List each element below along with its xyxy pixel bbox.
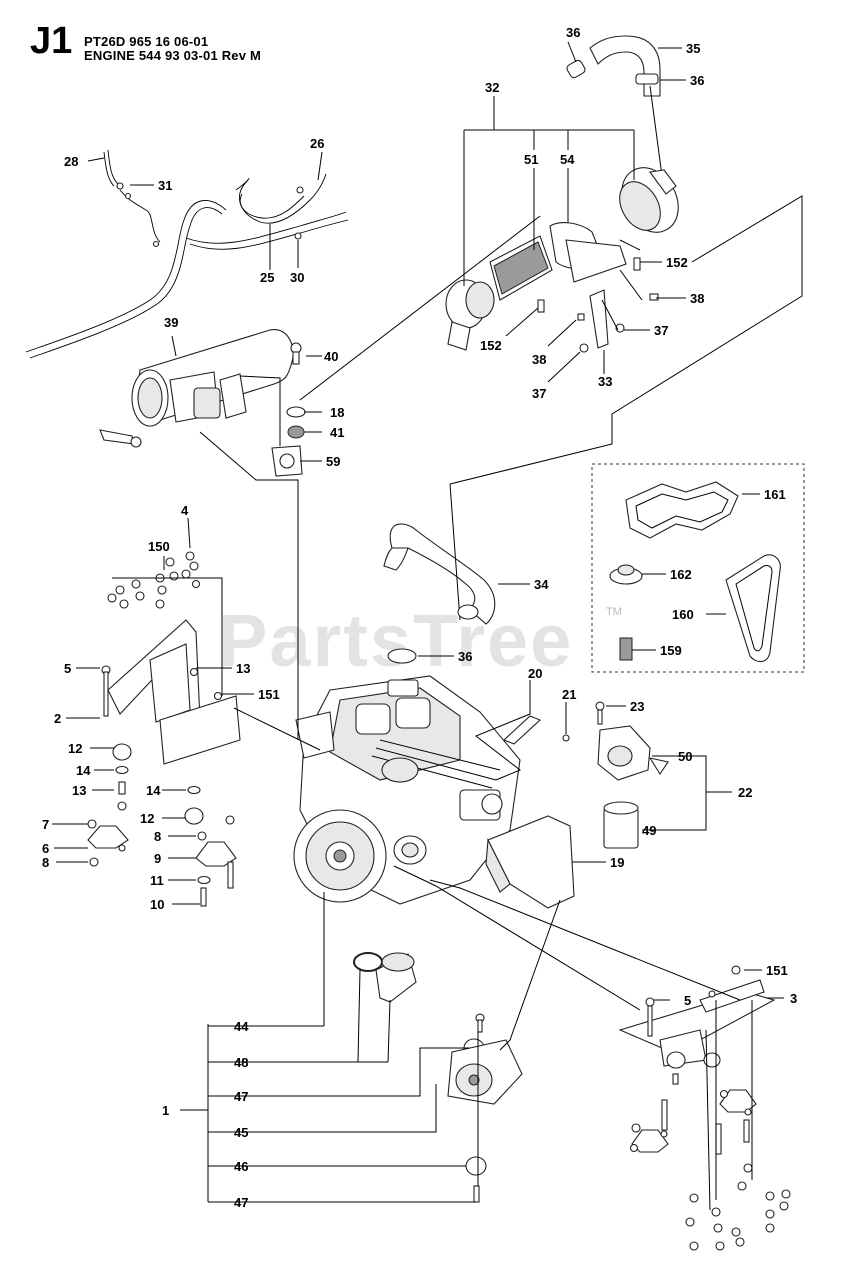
callout-14: 14 — [146, 783, 161, 798]
callout-18: 18 — [330, 405, 344, 420]
callout-59: 59 — [326, 454, 340, 469]
callout-5: 5 — [684, 993, 691, 1008]
oil-filter-pump-drawing — [353, 952, 523, 1203]
callout-36: 36 — [458, 649, 472, 664]
callout-labels: 36 35 36 32 51 54 28 31 26 25 30 152 38 … — [42, 25, 797, 1210]
callout-38: 38 — [690, 291, 704, 306]
callout-19: 19 — [610, 855, 624, 870]
callout-54: 54 — [560, 152, 575, 167]
callout-152: 152 — [666, 255, 688, 270]
callout-152: 152 — [480, 338, 502, 353]
trademark-mark: TM — [606, 606, 622, 618]
callout-40: 40 — [324, 349, 338, 364]
air-cleaner-drawing — [445, 35, 679, 353]
callout-10: 10 — [150, 897, 164, 912]
fuel-filter-drawing — [485, 701, 669, 909]
callout-5: 5 — [64, 661, 71, 676]
callout-37: 37 — [532, 386, 546, 401]
callout-151: 151 — [258, 687, 280, 702]
callout-25: 25 — [260, 270, 274, 285]
callout-161: 161 — [764, 487, 786, 502]
callout-12: 12 — [140, 811, 154, 826]
callout-34: 34 — [534, 577, 549, 592]
callout-8: 8 — [42, 855, 49, 870]
callout-159: 159 — [660, 643, 682, 658]
callout-3: 3 — [790, 991, 797, 1006]
callout-7: 7 — [42, 817, 49, 832]
callout-32: 32 — [485, 80, 499, 95]
callout-13: 13 — [72, 783, 86, 798]
callout-12: 12 — [68, 741, 82, 756]
callout-30: 30 — [290, 270, 304, 285]
leader-lines — [52, 41, 803, 1211]
section-label: J1 — [30, 20, 73, 62]
engine-line: ENGINE 544 93 03-01 Rev M — [84, 48, 261, 63]
callout-38: 38 — [532, 352, 546, 367]
callout-26: 26 — [310, 136, 324, 151]
callout-9: 9 — [154, 851, 161, 866]
callout-28: 28 — [64, 154, 78, 169]
engine-drawing — [293, 675, 521, 905]
callout-46: 46 — [234, 1159, 248, 1174]
gasket-kit-drawing — [591, 463, 805, 673]
callout-48: 48 — [234, 1055, 248, 1070]
model-line: PT26D 965 16 06-01 — [84, 34, 209, 49]
callout-47: 47 — [234, 1195, 248, 1210]
callout-36: 36 — [566, 25, 580, 40]
callout-31: 31 — [158, 178, 172, 193]
callout-13: 13 — [236, 661, 250, 676]
callout-14: 14 — [76, 763, 91, 778]
intake-hose-drawing — [383, 483, 496, 664]
callout-11: 11 — [150, 873, 164, 888]
callout-21: 21 — [562, 687, 576, 702]
callout-23: 23 — [630, 699, 644, 714]
callout-2: 2 — [54, 711, 61, 726]
callout-37: 37 — [654, 323, 668, 338]
left-engine-mount-drawing — [87, 551, 241, 907]
right-engine-mount-drawing — [618, 965, 791, 1251]
muffler-drawing — [99, 329, 306, 477]
callout-35: 35 — [686, 41, 700, 56]
callout-41: 41 — [330, 425, 344, 440]
callout-160: 160 — [672, 607, 694, 622]
callout-6: 6 — [42, 841, 49, 856]
callout-150: 150 — [148, 539, 170, 554]
callout-36: 36 — [690, 73, 704, 88]
callout-4: 4 — [181, 503, 189, 518]
callout-1: 1 — [162, 1103, 169, 1118]
callout-49: 49 — [642, 823, 656, 838]
callout-151: 151 — [766, 963, 788, 978]
callout-47: 47 — [234, 1089, 248, 1104]
callout-44: 44 — [234, 1019, 249, 1034]
callout-8: 8 — [154, 829, 161, 844]
callout-50: 50 — [678, 749, 692, 764]
fuel-hoses-drawing — [25, 149, 349, 359]
callout-22: 22 — [738, 785, 752, 800]
callout-45: 45 — [234, 1125, 248, 1140]
callout-20: 20 — [528, 666, 542, 681]
callout-39: 39 — [164, 315, 178, 330]
watermark: PartsTree — [218, 599, 574, 682]
callout-51: 51 — [524, 152, 538, 167]
callout-33: 33 — [598, 374, 612, 389]
callout-162: 162 — [670, 567, 692, 582]
